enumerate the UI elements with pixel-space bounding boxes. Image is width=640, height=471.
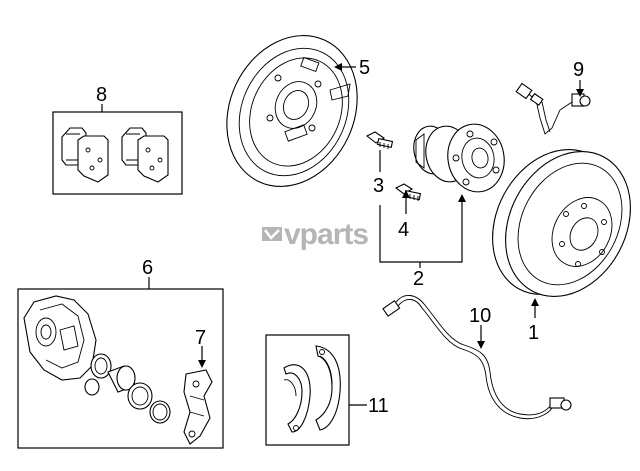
part-7-arrow bbox=[198, 360, 206, 368]
part-11-box bbox=[265, 334, 350, 446]
part-6-caliper-kit[interactable] bbox=[17, 277, 224, 449]
part-1-arrow bbox=[531, 298, 539, 306]
part-9-arrow bbox=[576, 89, 584, 97]
part-11-brake-shoes[interactable] bbox=[265, 334, 350, 446]
callout-6: 6 bbox=[142, 257, 153, 279]
part-10-arrow bbox=[477, 341, 485, 349]
part-9-brake-hose[interactable] bbox=[515, 82, 591, 135]
part-2-arrow bbox=[458, 194, 466, 202]
part-5-arrow bbox=[334, 63, 342, 71]
watermark-text: vparts bbox=[284, 218, 368, 251]
callout-7: 7 bbox=[195, 327, 206, 349]
callout-2: 2 bbox=[413, 268, 424, 290]
part-6-box bbox=[17, 288, 224, 449]
part-8-box bbox=[52, 111, 183, 195]
callout-11: 11 bbox=[368, 395, 389, 417]
part-4-arrow bbox=[402, 190, 410, 198]
callout-10: 10 bbox=[469, 305, 491, 327]
callout-4: 4 bbox=[398, 219, 409, 241]
callout-1: 1 bbox=[528, 322, 539, 344]
part-10-abs-sensor[interactable] bbox=[382, 295, 572, 420]
part-8-brake-pads[interactable] bbox=[52, 104, 183, 195]
callout-5: 5 bbox=[359, 57, 370, 79]
part-5-backing-plate[interactable] bbox=[203, 14, 381, 208]
callout-3: 3 bbox=[373, 175, 384, 197]
part-2-bracket bbox=[379, 200, 463, 263]
part-1-brake-rotor[interactable] bbox=[468, 128, 640, 319]
part-2-hub-bearing[interactable] bbox=[410, 120, 509, 197]
callout-8: 8 bbox=[96, 84, 107, 106]
callout-9: 9 bbox=[573, 59, 584, 81]
part-4-stud[interactable] bbox=[394, 183, 422, 201]
part-3-bolt[interactable] bbox=[365, 131, 394, 149]
vparts-logo: vparts bbox=[262, 218, 369, 251]
